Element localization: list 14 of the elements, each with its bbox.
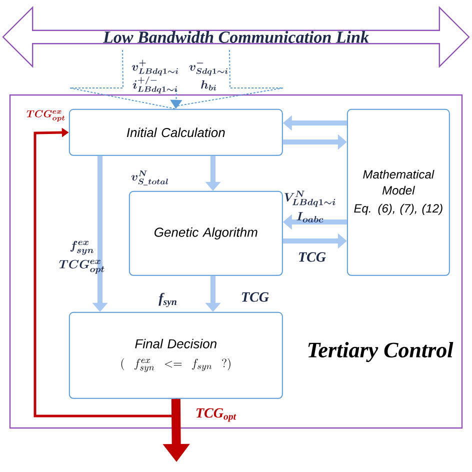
process-box: Genetic Algorithm — [128, 190, 283, 276]
process-box: Mathematical Model Eq. (6), (7), (12) — [346, 108, 450, 276]
edge-label: $\begin{matrix} V^{N}_{LBdq1\sim i} \\ I_{oabc} \end{matrix}$ — [284, 190, 336, 222]
edge-label: $\begin{matrix} f^{ex}_{syn} \\ TCG^{ex}_{opt} \end{matrix}$ — [59, 240, 104, 274]
process-box: Initial Calculation — [68, 108, 283, 156]
edge-label: TCG$_{opt}$ — [196, 408, 236, 422]
edge-label: TCG — [299, 252, 326, 262]
edge-label: $v^{N}_{S\_total}$ — [131, 170, 168, 186]
edge-label: $TCG^{ex}_{opt}$ — [26, 110, 65, 122]
edge-label: f$_{syn}$ — [158, 292, 176, 308]
arrow — [34, 128, 178, 418]
funnel-arrow — [70, 50, 284, 110]
process-box: Final Decision $(\; f^{ex}_{syn} <= f_{syn}\; ?)$ — [68, 312, 283, 399]
variable-label: TCG — [242, 292, 269, 302]
